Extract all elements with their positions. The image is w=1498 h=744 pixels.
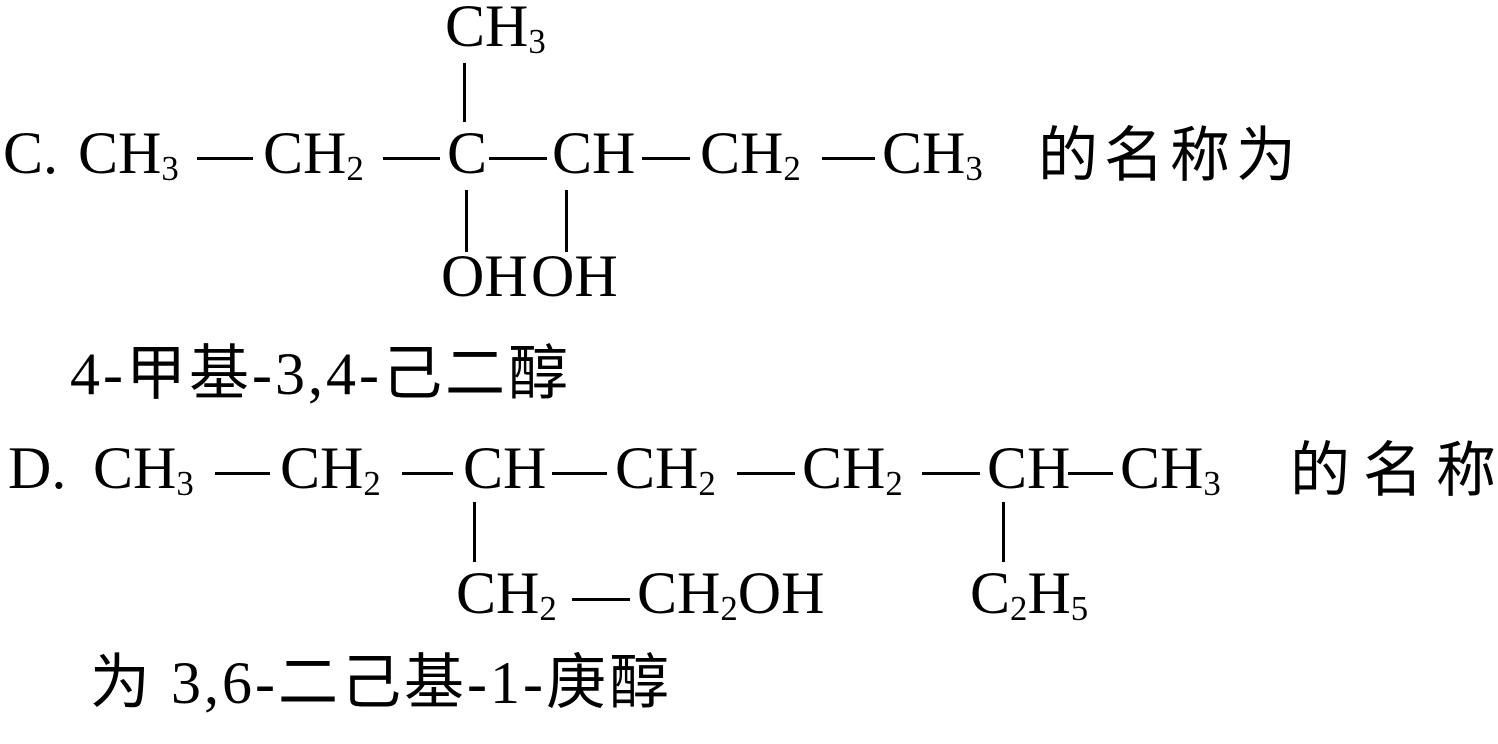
bond-vertical bbox=[465, 190, 468, 252]
option-c-label: C. bbox=[3, 120, 59, 186]
bond-vertical bbox=[1002, 502, 1005, 562]
option-d-suffix-text: 的名称 bbox=[1290, 438, 1498, 504]
formula-group-ch2: CH2 bbox=[700, 120, 801, 186]
bond-horizontal bbox=[489, 157, 547, 160]
formula-group-ch3: CH3 bbox=[78, 120, 179, 186]
option-c-methyl-branch: CH3 bbox=[445, 0, 546, 59]
formula-base: CH bbox=[463, 435, 547, 501]
formula-base: CH bbox=[445, 0, 529, 59]
formula-base: CH bbox=[93, 435, 177, 501]
compound-name-c: 4-甲基-3,4-己二醇 bbox=[70, 341, 571, 407]
formula-base: CH bbox=[700, 120, 784, 186]
formula-subscript: 3 bbox=[528, 21, 546, 61]
option-d-label: D. bbox=[8, 435, 67, 501]
formula-subscript: 2 bbox=[363, 463, 381, 503]
bond-horizontal bbox=[642, 157, 690, 160]
formula-base: CH bbox=[263, 120, 347, 186]
bond-vertical bbox=[463, 63, 466, 122]
formula-base: C bbox=[447, 120, 488, 186]
bond-horizontal bbox=[822, 157, 875, 160]
formula-base: CH bbox=[802, 435, 886, 501]
formula-subscript: 3 bbox=[176, 463, 194, 503]
formula-group-ch: CH bbox=[987, 438, 1070, 498]
formula-subscript: 2 bbox=[720, 588, 738, 628]
formula-group-ch3: CH3 bbox=[882, 120, 983, 186]
bond-horizontal bbox=[383, 157, 440, 160]
formula-subscript: 3 bbox=[161, 148, 179, 188]
formula-base: H bbox=[1027, 560, 1071, 626]
bond-horizontal bbox=[215, 472, 270, 475]
formula-subscript: 2 bbox=[885, 463, 903, 503]
formula-subscript: 5 bbox=[1070, 588, 1089, 628]
formula-base: CH bbox=[78, 120, 162, 186]
formula-base: OH bbox=[737, 560, 825, 626]
formula-subscript: 2 bbox=[539, 588, 557, 628]
formula-group-ch3: CH3 bbox=[93, 435, 194, 501]
bond-horizontal bbox=[197, 157, 253, 160]
bond-horizontal bbox=[922, 472, 980, 475]
formula-group-c: C bbox=[447, 123, 487, 183]
formula-base: CH bbox=[456, 560, 540, 626]
formula-base: CH bbox=[882, 120, 966, 186]
formula-base: CH bbox=[1120, 435, 1204, 501]
formula-group-ch2: CH2 bbox=[615, 435, 716, 501]
formula-group-ch: CH bbox=[463, 438, 546, 498]
formula-base: CH bbox=[280, 435, 364, 501]
formula-subscript: 2 bbox=[698, 463, 716, 503]
hydroxyl-group-right: OH bbox=[531, 243, 618, 309]
formula-base: CH bbox=[637, 560, 721, 626]
bond-horizontal bbox=[1068, 472, 1113, 475]
formula-base: CH bbox=[552, 120, 636, 186]
compound-name-d: 为 3,6-二己基-1-庚醇 bbox=[90, 650, 672, 716]
formula-subscript: 2 bbox=[1010, 588, 1028, 628]
option-c-suffix-text: 的名称为 bbox=[1038, 123, 1302, 189]
formula-group-ch2: CH2 bbox=[802, 435, 903, 501]
formula-base: CH bbox=[615, 435, 699, 501]
bond-horizontal bbox=[737, 472, 795, 475]
formula-group-ch3: CH3 bbox=[1120, 435, 1221, 501]
formula-group-ch: CH bbox=[552, 123, 635, 183]
branch-hydroxyethyl-ch2oh: CH2OH bbox=[637, 560, 825, 626]
formula-subscript: 2 bbox=[783, 148, 801, 188]
bond-horizontal bbox=[402, 472, 453, 475]
bond-horizontal bbox=[572, 598, 630, 601]
formula-base: C bbox=[970, 560, 1011, 626]
hydroxyl-group-left: OH bbox=[441, 243, 528, 309]
formula-subscript: 3 bbox=[965, 148, 983, 188]
formula-group-ch2: CH2 bbox=[263, 120, 364, 186]
bond-vertical bbox=[473, 502, 476, 562]
branch-ethyl-c2h5: C2H5 bbox=[970, 560, 1088, 626]
bond-vertical bbox=[565, 190, 568, 252]
bond-horizontal bbox=[552, 472, 607, 475]
formula-subscript: 3 bbox=[1203, 463, 1221, 503]
formula-subscript: 2 bbox=[346, 148, 364, 188]
branch-hydroxyethyl-ch2: CH2 bbox=[456, 560, 557, 626]
formula-group-ch2: CH2 bbox=[280, 435, 381, 501]
formula-base: CH bbox=[987, 435, 1071, 501]
